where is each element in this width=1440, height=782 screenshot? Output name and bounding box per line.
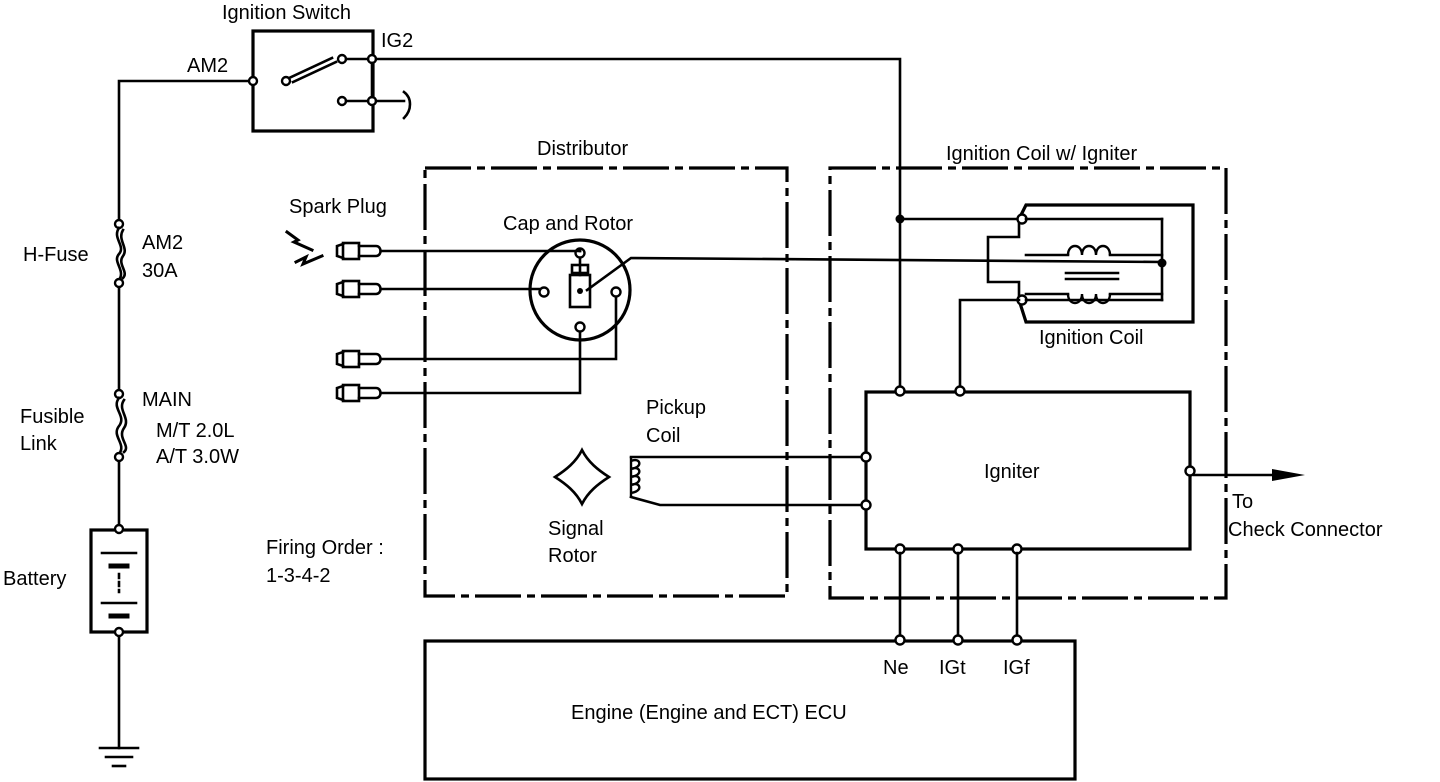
ignition-coil-component <box>986 203 1195 324</box>
battery-symbol <box>89 523 149 638</box>
h-fuse-label: H-Fuse <box>23 244 89 266</box>
spark-plug-3 <box>335 295 618 369</box>
coil-primary-wire <box>958 298 1021 389</box>
pickup-coil-icon <box>629 455 868 507</box>
main-fuse-mt-label: M/T 2.0L <box>156 420 235 442</box>
ig2-label: IG2 <box>381 30 413 52</box>
cap-and-rotor-label: Cap and Rotor <box>503 213 633 235</box>
signal-rotor-icon <box>552 447 612 507</box>
ecu-igf-terminal-label: IGf <box>1003 657 1030 679</box>
fusible-link-label-line1: Fusible <box>20 406 84 428</box>
power-supply-wiring <box>117 79 255 750</box>
pickup-coil-label-line2: Coil <box>646 425 680 447</box>
fusible-link-symbol <box>113 388 128 463</box>
ecu-component <box>423 551 1077 781</box>
ignition-switch-label: Ignition Switch <box>222 2 351 24</box>
firing-order-label: Firing Order : <box>266 537 384 559</box>
fusible-link-label-line2: Link <box>20 433 58 455</box>
spark-plug-4 <box>335 330 582 403</box>
distributor-housing <box>423 166 789 598</box>
main-fuse-at-label: A/T 3.0W <box>156 446 239 468</box>
main-fuse-label: MAIN <box>142 389 192 411</box>
to-label: To <box>1232 491 1253 513</box>
ignition-coil-igniter-label: Ignition Coil w/ Igniter <box>946 143 1138 165</box>
h-fuse-symbol <box>113 218 126 289</box>
spark-icon <box>284 229 324 267</box>
h-fuse-name-label: AM2 <box>142 232 183 254</box>
spark-plug-1 <box>335 241 582 261</box>
ecu-ne-terminal-label: Ne <box>883 657 909 679</box>
igniter-label: Igniter <box>984 461 1040 483</box>
pickup-coil-label-line1: Pickup <box>646 397 706 419</box>
check-connector-arrow <box>1192 469 1305 481</box>
ig2-wire <box>374 57 1021 389</box>
spark-plug-label: Spark Plug <box>289 196 387 218</box>
ignition-switch <box>247 29 412 133</box>
spark-plug-2 <box>335 279 542 299</box>
firing-order-value: 1-3-4-2 <box>266 565 330 587</box>
battery-label: Battery <box>3 568 66 590</box>
signal-rotor-label-line2: Rotor <box>548 545 597 567</box>
spark-plugs <box>335 241 618 403</box>
signal-rotor-label-line1: Signal <box>548 518 604 540</box>
high-tension-wire <box>585 256 1164 292</box>
am2-switch-label: AM2 <box>187 55 228 77</box>
ignition-coil-igniter-housing <box>828 166 1228 600</box>
distributor-label: Distributor <box>537 138 628 160</box>
ignition-coil-label: Ignition Coil <box>1039 327 1144 349</box>
h-fuse-rating-label: 30A <box>142 260 178 282</box>
ecu-label: Engine (Engine and ECT) ECU <box>571 702 847 724</box>
ecu-igt-terminal-label: IGt <box>939 657 966 679</box>
check-connector-label: Check Connector <box>1228 519 1383 541</box>
ground-icon <box>98 746 140 768</box>
